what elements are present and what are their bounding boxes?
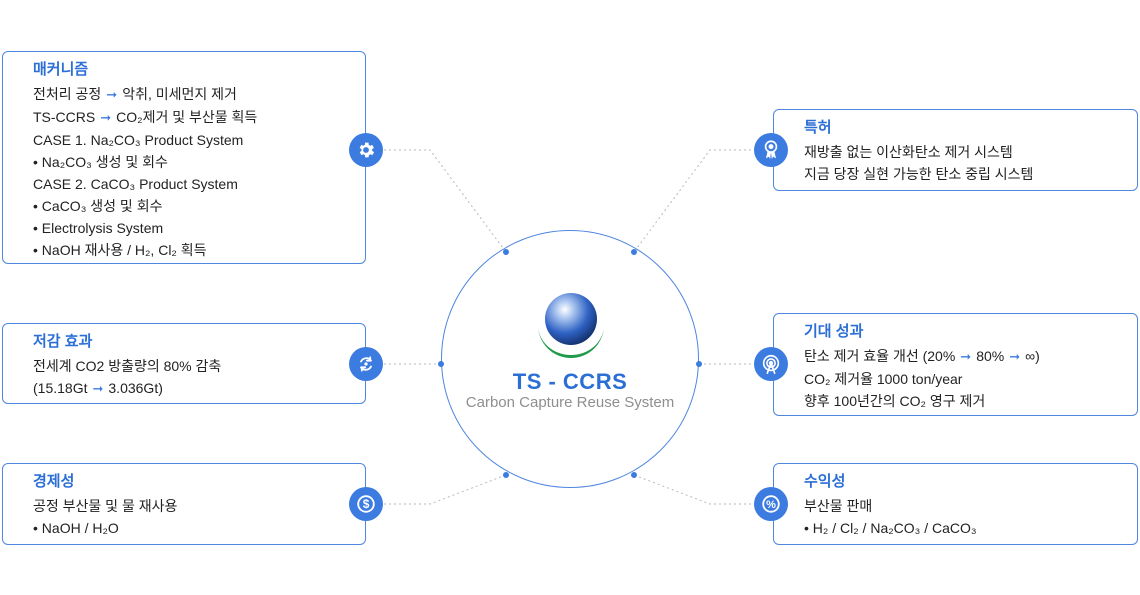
mechanism-card: 매커니즘 전처리 공정 ➞ 악취, 미세먼지 제거 TS-CCRS ➞ CO₂제거 및 …: [2, 51, 366, 264]
arrow-right-icon: ➞: [106, 87, 118, 102]
center-title: TS - CCRS: [512, 369, 628, 394]
connector-patent: [633, 149, 756, 253]
mechanism-line-6: • CaCO₃ 생성 및 회수: [33, 198, 163, 214]
center-subtitle: Carbon Capture Reuse System: [465, 394, 675, 411]
patent-title: 특허: [804, 119, 832, 136]
reduction-card: 저감 효과 전세계 CO2 방출량의 80% 감축 (15.18Gt ➞ 3.036…: [2, 323, 366, 404]
reduction-line-2-b: 3.036Gt): [108, 380, 163, 396]
expected-title: 기대 성과: [804, 323, 864, 340]
award-ribbon-icon: [754, 133, 788, 167]
expected-card: 기대 성과 탄소 제거 효율 개선 (20% ➞ 80% ➞ ∞) CO₂ 제거율 10…: [773, 313, 1138, 416]
signal-target-icon: [754, 347, 788, 381]
expected-line-1-a: 탄소 제거 효율 개선 (20%: [804, 348, 956, 364]
svg-text:$: $: [363, 497, 370, 511]
mechanism-line-1-b: 악취, 미세먼지 제거: [122, 86, 237, 102]
economy-line-2: • NaOH / H₂O: [33, 520, 119, 536]
arrow-right-icon: ➞: [1009, 349, 1021, 364]
patent-line-1: 재방출 없는 이산화탄소 제거 시스템: [804, 144, 1013, 160]
mechanism-title: 매커니즘: [33, 61, 89, 78]
reduction-title: 저감 효과: [33, 333, 93, 350]
expected-line-1-c: ∞): [1025, 348, 1040, 364]
arrow-right-icon: ➞: [92, 381, 104, 396]
connector-economy: [384, 474, 507, 505]
mechanism-line-5: CASE 2. CaCO₃ Product System: [33, 176, 238, 192]
profit-line-1: 부산물 판매: [804, 498, 873, 514]
reduction-line-2-a: (15.18Gt: [33, 380, 88, 396]
expected-line-1: 탄소 제거 효율 개선 (20% ➞ 80% ➞ ∞): [804, 345, 1125, 368]
arrow-right-icon: ➞: [100, 110, 112, 125]
recycle-icon: [349, 347, 383, 381]
economy-title: 경제성: [33, 473, 75, 490]
mechanism-line-2-b: CO₂제거 및 부산물 획득: [116, 109, 258, 125]
reduction-line-1: 전세계 CO2 방출량의 80% 감축: [33, 358, 222, 374]
center-circle: TS - CCRS Carbon Capture Reuse System: [441, 230, 699, 488]
mechanism-line-1: 전처리 공정 ➞ 악취, 미세먼지 제거: [33, 83, 353, 106]
gear-icon: [349, 133, 383, 167]
arrow-right-icon: ➞: [960, 349, 972, 364]
mechanism-line-7: • Electrolysis System: [33, 220, 164, 236]
mechanism-line-8: • NaOH 재사용 / H₂, Cl₂ 획득: [33, 242, 207, 258]
mechanism-line-2: TS-CCRS ➞ CO₂제거 및 부산물 획득: [33, 106, 353, 129]
expected-line-3: 향후 100년간의 CO₂ 영구 제거: [804, 393, 986, 409]
connector-profit: [633, 474, 756, 505]
patent-line-2: 지금 당장 실현 가능한 탄소 중립 시스템: [804, 166, 1034, 182]
mechanism-line-4: • Na₂CO₃ 생성 및 회수: [33, 154, 168, 170]
mechanism-line-2-a: TS-CCRS: [33, 109, 96, 125]
profit-line-2: • H₂ / Cl₂ / Na₂CO₃ / CaCO₃: [804, 520, 977, 536]
mechanism-line-3: CASE 1. Na₂CO₃ Product System: [33, 132, 244, 148]
svg-text:%: %: [766, 499, 776, 511]
expected-line-1-b: 80%: [976, 348, 1005, 364]
expected-line-2: CO₂ 제거율 1000 ton/year: [804, 371, 963, 387]
economy-line-1: 공정 부산물 및 물 재사용: [33, 498, 178, 514]
economy-card: 경제성 공정 부산물 및 물 재사용 • NaOH / H₂O: [2, 463, 366, 545]
connector-mechanism: [384, 149, 507, 253]
profit-card: 수익성 부산물 판매 • H₂ / Cl₂ / Na₂CO₃ / CaCO₃: [773, 463, 1138, 545]
profit-title: 수익성: [804, 473, 846, 490]
patent-card: 특허 재방출 없는 이산화탄소 제거 시스템 지금 당장 실현 가능한 탄소 중…: [773, 109, 1138, 191]
reduction-line-2: (15.18Gt ➞ 3.036Gt): [33, 377, 353, 400]
mechanism-line-1-a: 전처리 공정: [33, 86, 102, 102]
ccrs-logo: [538, 293, 604, 358]
percent-icon: %: [754, 487, 788, 521]
dollar-icon: $: [349, 487, 383, 521]
